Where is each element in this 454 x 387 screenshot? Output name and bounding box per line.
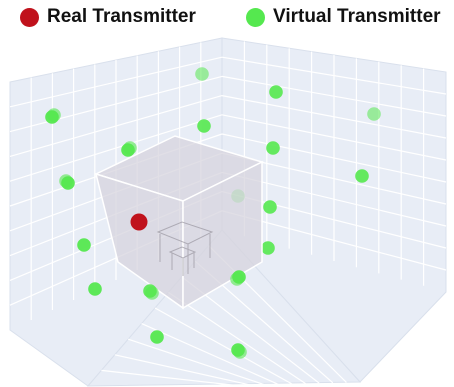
virtual-transmitter (145, 286, 159, 300)
grid-line (221, 133, 447, 183)
virtual-transmitter (47, 108, 61, 122)
room-furniture (156, 221, 214, 276)
grid-line (168, 291, 306, 385)
legend-item-virtual-transmitter: Virtual Transmitter (246, 4, 441, 30)
table-top (156, 221, 214, 245)
virtual-transmitter (195, 67, 209, 81)
virtual-transmitter (230, 272, 244, 286)
virtual-transmitter (355, 169, 369, 183)
virtual-transmitter (123, 141, 137, 155)
legend-label-virtual: Virtual Transmitter (273, 6, 441, 27)
grid-line (141, 323, 279, 385)
virtual-transmitter (88, 282, 102, 296)
virtual-transmitters-back (195, 67, 381, 255)
chair (168, 246, 197, 259)
virtual-transmitter (263, 200, 277, 214)
legend: Real Transmitter Virtual Transmitter (0, 4, 454, 30)
grid-line (101, 369, 238, 387)
virtual-transmitter (197, 119, 211, 133)
real-transmitter (130, 213, 148, 231)
virtual-transmitters-front (45, 108, 247, 359)
red-dot-icon (20, 7, 39, 27)
virtual-transmitter (269, 85, 283, 99)
legend-item-real-transmitter: Real Transmitter (20, 4, 196, 30)
green-dot-icon (246, 7, 265, 27)
grid-line (114, 354, 252, 386)
legend-label-real: Real Transmitter (47, 6, 196, 27)
virtual-transmitter (59, 174, 73, 188)
virtual-transmitter (266, 141, 280, 155)
grid-line (128, 338, 265, 386)
virtual-transmitter (367, 107, 381, 121)
virtual-transmitter (150, 330, 164, 344)
grid-line (154, 307, 293, 385)
virtual-transmitter (233, 345, 247, 359)
virtual-transmitter (77, 238, 91, 252)
virtual-transmitter (261, 241, 275, 255)
